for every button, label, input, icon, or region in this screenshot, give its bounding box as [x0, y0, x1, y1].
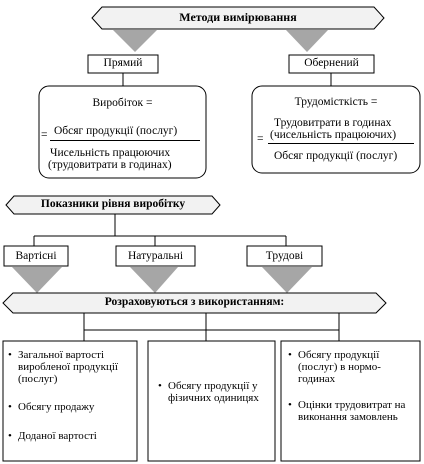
bullet-icon: • [8, 401, 12, 413]
indicator-box-natural [115, 245, 196, 267]
list-item: • Доданої вартості [8, 430, 133, 442]
inverse-fraction-line [268, 143, 414, 144]
list-item: • Загальної вартості виробленої продукці… [8, 349, 133, 385]
bullet-icon: • [288, 399, 292, 411]
direct-denominator-2: (трудовитрати в годинах) [48, 159, 172, 171]
right-column-list: • Обсягу продукції (послуг) в нормо-годи… [288, 349, 416, 423]
indicator-labor: Трудові [265, 250, 304, 262]
direct-formula-box [38, 85, 207, 179]
indicator-box-labor [246, 245, 323, 267]
direct-denominator-1: Чисельність працюючих [50, 147, 171, 159]
list-item: • Обсягу продукції у фізичних одиницях [158, 380, 268, 404]
list-item: • Оцінки трудовитрат на виконання замовл… [288, 399, 416, 423]
diagram-title: Методи вимірювання [179, 10, 297, 24]
left-column-list: • Загальної вартості виробленої продукці… [8, 349, 133, 442]
list-item-text: Оцінки трудовитрат на виконання замовлен… [298, 399, 406, 423]
middle-column-list: • Обсягу продукції у фізичних одиницях [158, 380, 268, 404]
list-item-text: Обсягу продукції у фізичних одиницях [168, 380, 259, 404]
bullet-icon: • [288, 349, 292, 361]
direct-numerator: Обсяг продукції (послуг) [54, 125, 178, 137]
inverse-denominator: Обсяг продукції (послуг) [274, 150, 398, 162]
direct-fraction-line [50, 140, 200, 141]
list-item-text: Обсягу продажу [18, 401, 95, 413]
inverse-method-label: Обернений [304, 57, 359, 69]
list-item-text: Обсягу продукції (послуг) в нормо-година… [298, 349, 381, 385]
bullet-icon: • [8, 430, 12, 442]
indicator-natural: Натуральні [127, 250, 184, 262]
list-item: • Обсягу продажу [8, 401, 133, 413]
indicators-title: Показники рівня виробітку [40, 198, 186, 210]
list-item-text: Доданої вартості [18, 430, 97, 442]
inverse-formula-box [251, 85, 421, 174]
list-item: • Обсягу продукції (послуг) в нормо-годи… [288, 349, 416, 385]
direct-equals: = [41, 129, 48, 141]
title-banner [91, 6, 385, 30]
calc-title: Розраховуються з використанням: [104, 296, 285, 308]
list-item-text: Загальної вартості виробленої продукції … [18, 349, 118, 385]
direct-method-label: Прямий [103, 57, 143, 69]
inverse-numerator-2: (чисельність працюючих) [270, 129, 397, 141]
column-box-left [2, 340, 138, 462]
arrow-natural [130, 267, 178, 293]
inverse-numerator-1: Трудовитрати в годинах [274, 117, 392, 129]
indicator-value: Вартісні [15, 250, 57, 262]
calc-banner [2, 292, 387, 314]
inverse-equals: = [257, 133, 264, 145]
bullet-icon: • [8, 349, 12, 361]
arrow-labor [262, 267, 312, 293]
inverse-formula-lhs: Трудомісткість = [294, 96, 378, 108]
indicator-box-value [3, 245, 69, 267]
direct-formula-lhs: Виробіток = [92, 97, 153, 109]
arrow-to-inverse [286, 30, 328, 52]
column-box-right [280, 340, 421, 462]
arrow-to-direct [113, 30, 157, 52]
indicators-banner [5, 195, 221, 215]
column-box-middle [147, 340, 276, 462]
arrow-value [12, 267, 62, 293]
bullet-icon: • [158, 380, 162, 392]
